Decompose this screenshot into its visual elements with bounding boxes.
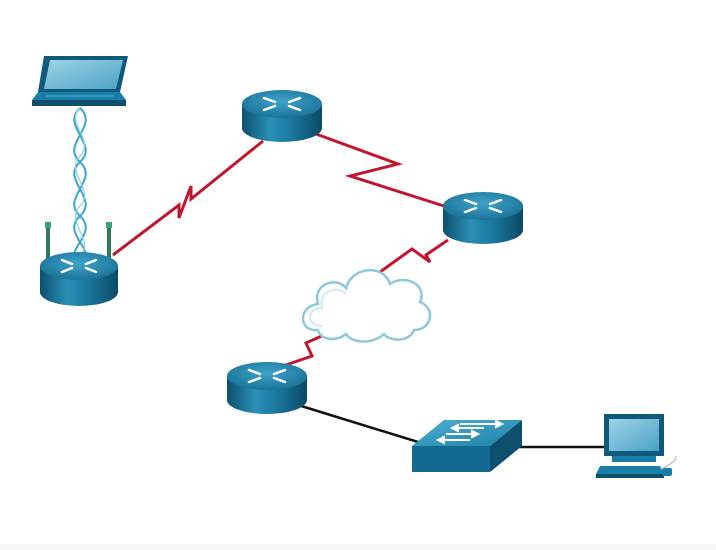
bottom-border [0,544,716,550]
switch-icon[interactable] [412,419,522,472]
serial-link-router-right-to-cloud [379,238,449,274]
router-right-icon[interactable] [443,192,523,244]
router-top-icon[interactable] [242,90,322,142]
cloud-icon [301,268,432,343]
wireless-link [73,107,87,263]
wireless-router-icon[interactable] [40,222,118,306]
desktop-pc-icon[interactable] [596,414,677,478]
laptop-icon[interactable] [32,56,128,106]
router-bottom-icon[interactable] [227,362,307,414]
serial-link-router-top-to-router-right [315,132,445,208]
serial-link-cloud-to-router-bottom [279,329,334,369]
ethernet-link-router-to-switch [297,403,419,444]
serial-link-wireless-router-to-router-top [112,139,264,257]
